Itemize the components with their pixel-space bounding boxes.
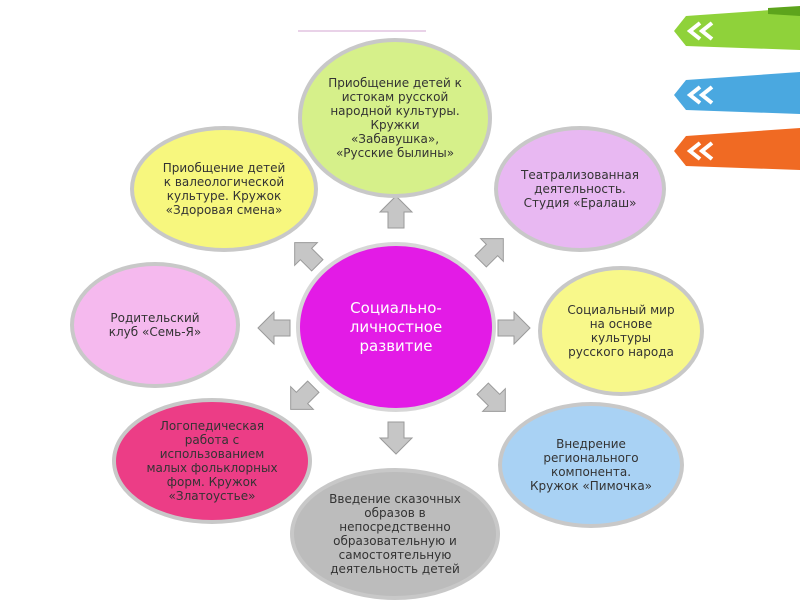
node-bottom-left: Логопедическая работа с использованием м… [112,398,312,524]
node-bottom-right: Внедрение регионального компонента. Круж… [498,402,684,528]
chevron-arrow-icon [474,238,504,268]
node-right-label: Социальный мир на основе культуры русско… [567,303,675,359]
node-bottom-left-label: Логопедическая работа с использованием м… [146,419,278,503]
node-bottom: Введение сказочных образов в непосредств… [290,468,500,600]
double-chevron-icon [686,141,714,161]
node-top-label: Приобщение детей к истокам русской народ… [328,76,462,160]
node-right: Социальный мир на основе культуры русско… [538,266,704,396]
ribbon-green [674,6,800,50]
chevron-arrow-icon [476,382,506,412]
ribbon-blue [674,72,800,114]
node-left-label: Родительский клуб «Семь-Я» [108,311,202,339]
node-top-left: Приобщение детей к валеологической культ… [130,126,318,252]
node-left: Родительский клуб «Семь-Я» [70,262,240,388]
node-bottom-right-label: Внедрение регионального компонента. Круж… [529,437,653,493]
chevron-arrow-icon [378,195,414,229]
chevron-arrow-icon [257,310,291,346]
chevron-arrow-icon [378,421,414,455]
node-top-right: Театрализованная деятельность. Студия «Е… [494,126,666,252]
node-bottom-label: Введение сказочных образов в непосредств… [329,492,461,576]
center-node: Социально-личностное развитие [296,242,496,412]
node-top: Приобщение детей к истокам русской народ… [298,38,492,198]
center-label: Социально-личностное развитие [349,298,443,355]
double-chevron-icon [686,85,714,105]
double-chevron-icon [686,21,714,41]
chevron-arrow-icon [290,380,320,410]
node-top-right-label: Театрализованная деятельность. Студия «Е… [521,168,639,210]
ribbon-orange [674,128,800,170]
chevron-arrow-icon [497,310,531,346]
node-top-left-label: Приобщение детей к валеологической культ… [162,161,286,217]
decorative-line [298,30,426,32]
chevron-arrow-icon [294,242,324,272]
